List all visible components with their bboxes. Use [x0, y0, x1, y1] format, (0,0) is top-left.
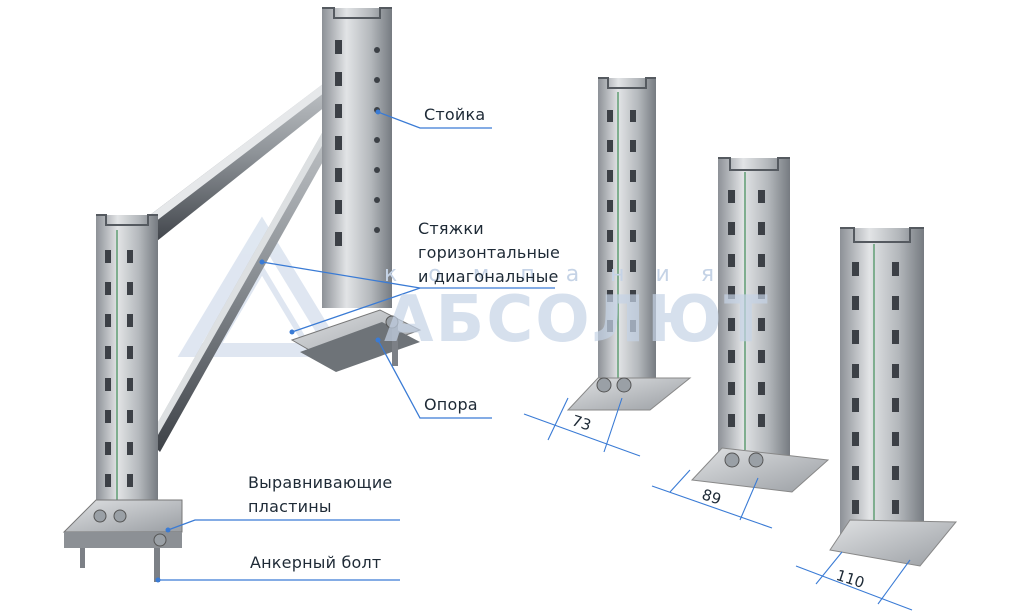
- callout-plates-line2: пластины: [248, 497, 332, 516]
- callout-styazhki-line3: и диагональные: [418, 267, 559, 286]
- upright-73: [566, 77, 692, 411]
- leader-styazhki-1: [261, 261, 421, 289]
- callout-stoyka: Стойка: [424, 105, 486, 124]
- leader-opora: [377, 339, 492, 419]
- leader-plates: [167, 519, 400, 531]
- callout-plates-line1: Выравнивающие: [248, 473, 393, 492]
- leader-lines: [158, 111, 555, 581]
- assembled-frame: [62, 7, 422, 582]
- anchor-bolt: [154, 548, 160, 582]
- upright-110: [829, 227, 958, 567]
- front-upright: [96, 215, 158, 515]
- callout-opora: Опора: [424, 395, 478, 414]
- watermark-brand-name: АБСОЛЮТ: [384, 283, 770, 357]
- callout-anchor: Анкерный болт: [250, 553, 382, 572]
- callout-styazhki-line1: Стяжки: [418, 219, 484, 238]
- leveling-plates: [64, 532, 182, 548]
- leader-styazhki-2: [291, 287, 555, 333]
- upright-89: [690, 157, 830, 493]
- diagonal-brace: [148, 80, 362, 452]
- dimension-lines: [523, 397, 913, 611]
- leader-stoyka: [377, 111, 492, 129]
- callout-styazhki-line2: горизонтальные: [418, 243, 561, 262]
- watermark-company-label: к о м п а н и я: [384, 262, 727, 287]
- back-upright: [322, 8, 392, 308]
